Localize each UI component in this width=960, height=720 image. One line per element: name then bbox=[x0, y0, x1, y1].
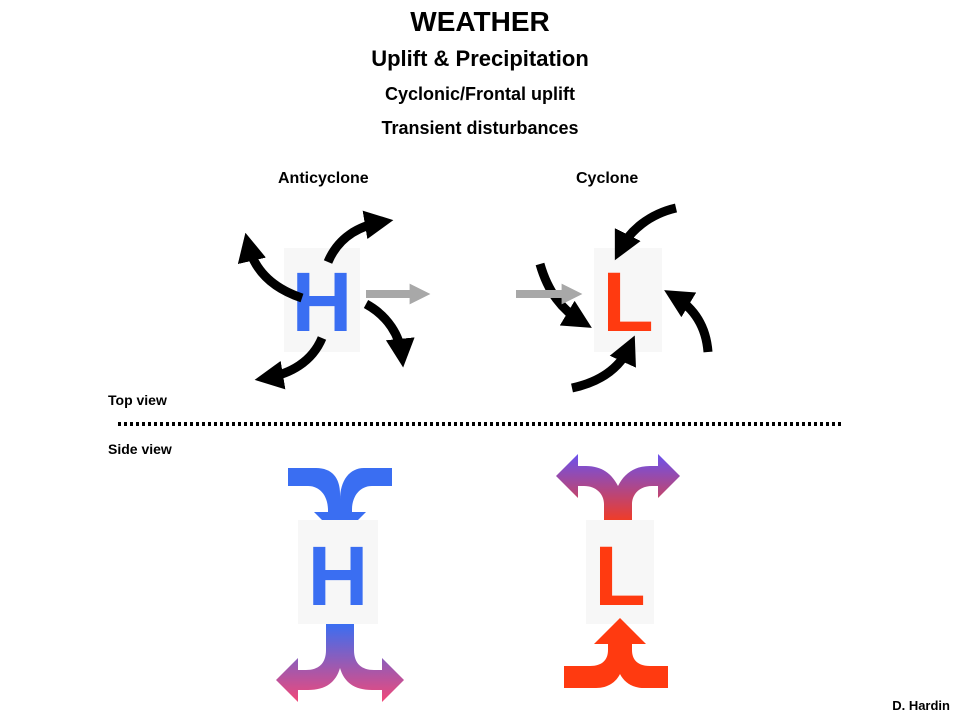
inflow-arrow-north bbox=[614, 203, 678, 261]
outflow-arrow-east bbox=[363, 300, 415, 368]
subtopic-heading: Transient disturbances bbox=[381, 118, 579, 138]
low-convergence-surface bbox=[564, 618, 668, 688]
low-divergence-aloft bbox=[556, 454, 680, 528]
high-symbol-top: H bbox=[292, 255, 353, 349]
low-symbol-backdrop bbox=[594, 248, 662, 352]
high-divergence-surface bbox=[276, 624, 404, 702]
outflow-arrow-south bbox=[254, 336, 327, 390]
high-side-backdrop bbox=[298, 520, 378, 624]
author-credit: D. Hardin bbox=[892, 698, 950, 713]
cyclone-top-view: L bbox=[516, 203, 713, 393]
outflow-arrow-north bbox=[323, 210, 394, 264]
side-view-label: Side view bbox=[108, 441, 172, 457]
low-side-backdrop bbox=[586, 520, 654, 624]
low-side-view: L bbox=[556, 454, 680, 688]
inflow-arrow-west bbox=[535, 262, 592, 328]
anticyclone-top-view: H bbox=[237, 210, 431, 390]
low-symbol-top: L bbox=[602, 255, 653, 349]
outflow-arrow-west bbox=[237, 232, 304, 303]
page-title: WEATHER bbox=[410, 6, 550, 37]
high-convergence-aloft bbox=[288, 468, 392, 538]
inflow-arrow-south bbox=[570, 335, 636, 393]
topic-heading: Cyclonic/Frontal uplift bbox=[384, 84, 575, 104]
top-view-label: Top view bbox=[108, 392, 167, 408]
inflow-arrow-east bbox=[664, 290, 713, 353]
low-symbol-side: L bbox=[594, 529, 645, 623]
high-side-view: H bbox=[276, 468, 404, 702]
anticyclone-label: Anticyclone bbox=[278, 170, 369, 187]
cyclone-label: Cyclone bbox=[576, 170, 639, 187]
high-symbol-side: H bbox=[308, 529, 369, 623]
page-subtitle: Uplift & Precipitation bbox=[371, 46, 589, 71]
